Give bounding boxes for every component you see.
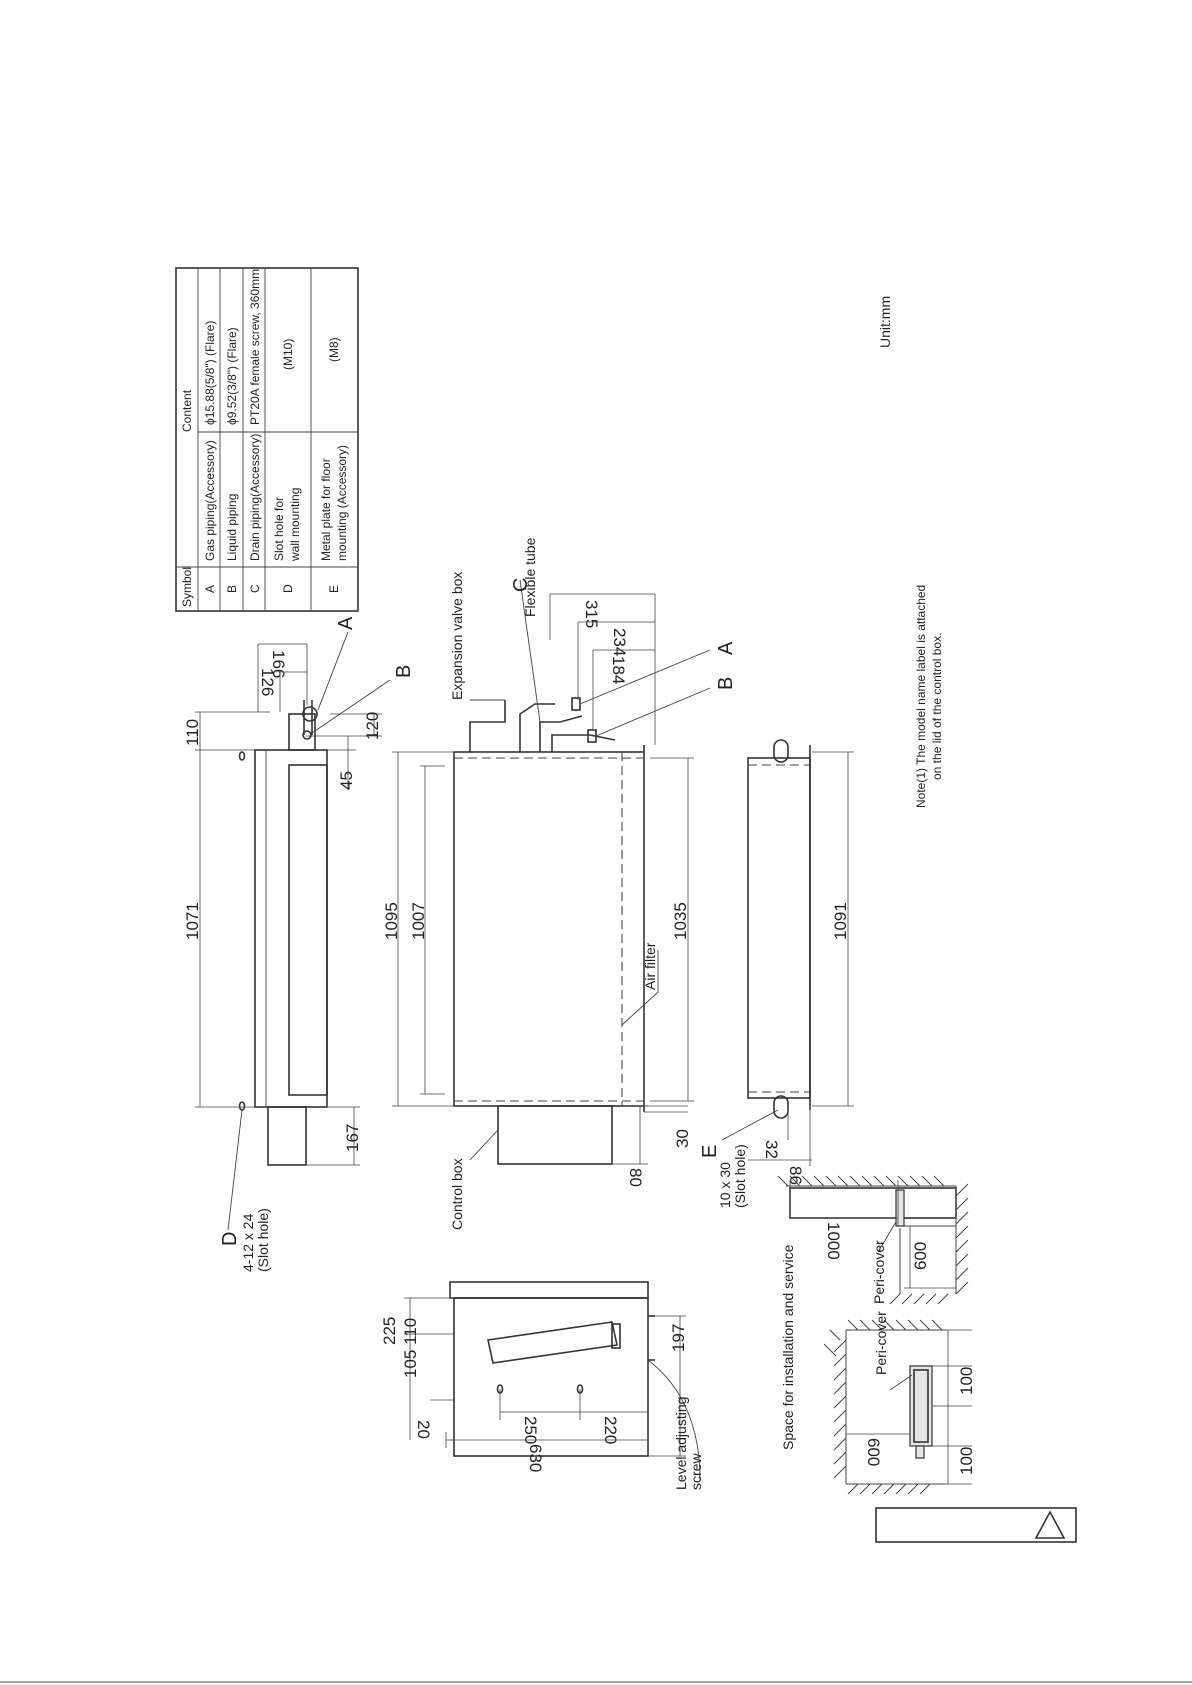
table-row-name-d: Slot hole for <box>272 497 286 561</box>
table-row-name2-d: wall mounting <box>288 488 302 562</box>
symbol-b-front: B <box>715 677 737 690</box>
installation-diagram-top: 1000 600 Peri-cover <box>777 1175 969 1305</box>
dim-1071: 1071 <box>183 902 202 940</box>
symbol-c: C <box>510 578 532 592</box>
top-view-dimensions: 1071 110 166 126 120 45 167 A B D 4-12 x… <box>183 616 415 1272</box>
front-view <box>453 697 650 1165</box>
control-box-label: Control box <box>449 1158 465 1230</box>
dim-234: 234 <box>610 628 629 656</box>
dim-32: 32 <box>762 1140 781 1159</box>
table-row-symbol-e: E <box>327 585 341 593</box>
front-view-dimensions: 1095 1007 1035 315 234 184 30 80 Expansi… <box>382 537 737 1230</box>
dim-1035: 1035 <box>671 902 690 940</box>
dim-250: 250 <box>521 1416 540 1444</box>
slot-d-line-1: 4-12 x 24 <box>240 1213 256 1272</box>
dim-126: 126 <box>258 668 277 696</box>
table-row-symbol-c: C <box>248 584 262 593</box>
dim-1007: 1007 <box>409 902 428 940</box>
table-row-spec-d: (M10) <box>281 339 295 370</box>
dim-1095: 1095 <box>382 902 401 940</box>
dim-167: 167 <box>343 1124 362 1152</box>
side-view <box>449 1281 655 1457</box>
air-filter-label: Air filter <box>642 942 658 990</box>
dim-1000: 1000 <box>824 1222 843 1260</box>
table-header-symbol: Symbol <box>180 567 194 607</box>
dim-30: 30 <box>673 1129 692 1148</box>
table-row-name-a: Gas piping(Accessory) <box>203 440 217 561</box>
level-adjusting-line-1: Level adjusting <box>673 1397 689 1490</box>
slot-e-line-1: 10 x 30 <box>717 1162 733 1208</box>
note-line-2: on the lid of the control box. <box>930 633 944 780</box>
expansion-valve-box-label: Expansion valve box <box>449 572 465 700</box>
table-header-content: Content <box>180 389 194 432</box>
dim-166: 166 <box>269 650 288 678</box>
table-row-symbol-b: B <box>225 585 239 593</box>
table-row-name-c: Drain piping(Accessory) <box>248 434 262 561</box>
note-line-1: Note(1) The model name label is attached <box>914 585 928 808</box>
installation-diagram-bottom: 600 100 100 Peri-cover <box>823 1311 976 1495</box>
revision-box <box>875 1507 1077 1543</box>
top-view <box>238 700 328 1166</box>
table-row-spec-b: ϕ9.52(3/8") (Flare) <box>225 327 239 425</box>
dim-600-top: 600 <box>911 1242 930 1270</box>
dim-315: 315 <box>582 600 601 628</box>
table-row-symbol-a: A <box>203 585 217 593</box>
dim-100-b: 100 <box>957 1447 976 1475</box>
dim-86: 86 <box>786 1166 805 1185</box>
symbol-d: D <box>219 1232 241 1246</box>
dim-220: 220 <box>601 1416 620 1444</box>
dim-184: 184 <box>609 656 628 684</box>
dim-1091: 1091 <box>831 902 850 940</box>
side-view-dimensions: 225 105 110 197 20 250 220 630 Level adj… <box>380 1297 704 1490</box>
dim-20: 20 <box>414 1420 433 1439</box>
unit-label: Unit:mm <box>877 296 893 348</box>
peri-cover-top-label: Peri-cover <box>871 1240 887 1304</box>
dim-630: 630 <box>526 1444 545 1472</box>
peri-cover-bottom-label: Peri-cover <box>873 1311 889 1375</box>
dim-600-bottom: 600 <box>864 1438 883 1466</box>
table-row-name-e: Metal plate for floor <box>319 458 333 561</box>
slot-d-line-2: (Slot hole) <box>255 1208 271 1272</box>
table-row-spec-a: ϕ15.88(5/8") (Flare) <box>203 321 217 425</box>
symbol-a-front: A <box>715 641 737 655</box>
slot-e-line-2: (Slot hole) <box>732 1144 748 1208</box>
bottom-view-dimensions: 1091 32 86 E 10 x 30 (Slot hole) <box>699 751 854 1208</box>
level-adjusting-line-2: screw <box>688 1453 704 1490</box>
symbol-b-top: B <box>393 665 415 678</box>
dim-80: 80 <box>626 1168 645 1187</box>
triangle-icon <box>1034 1510 1066 1539</box>
flexible-tube-label: Flexible tube <box>522 537 538 617</box>
table-row-spec-c: PT20A female screw, 360mm <box>248 269 262 425</box>
dim-100-a: 100 <box>957 1367 976 1395</box>
bottom-view <box>747 739 811 1119</box>
table-row-name2-e: mounting (Accessory) <box>335 445 349 561</box>
space-label: Space for installation and service <box>780 1244 796 1450</box>
dim-120: 120 <box>363 712 382 740</box>
spec-table: Symbol Content A Gas piping(Accessory) ϕ… <box>175 267 359 612</box>
table-row-name-b: Liquid piping <box>225 494 239 561</box>
dim-110: 110 <box>183 719 202 746</box>
dim-197: 197 <box>669 1324 688 1352</box>
table-row-symbol-d: D <box>281 584 295 593</box>
symbol-e: E <box>699 1145 721 1158</box>
dim-45: 45 <box>337 771 356 790</box>
table-row-spec-e: (M8) <box>327 337 341 362</box>
dim-105-110: 105 110 <box>401 1318 420 1378</box>
dim-225: 225 <box>380 1317 399 1345</box>
symbol-a-top: A <box>335 616 357 630</box>
